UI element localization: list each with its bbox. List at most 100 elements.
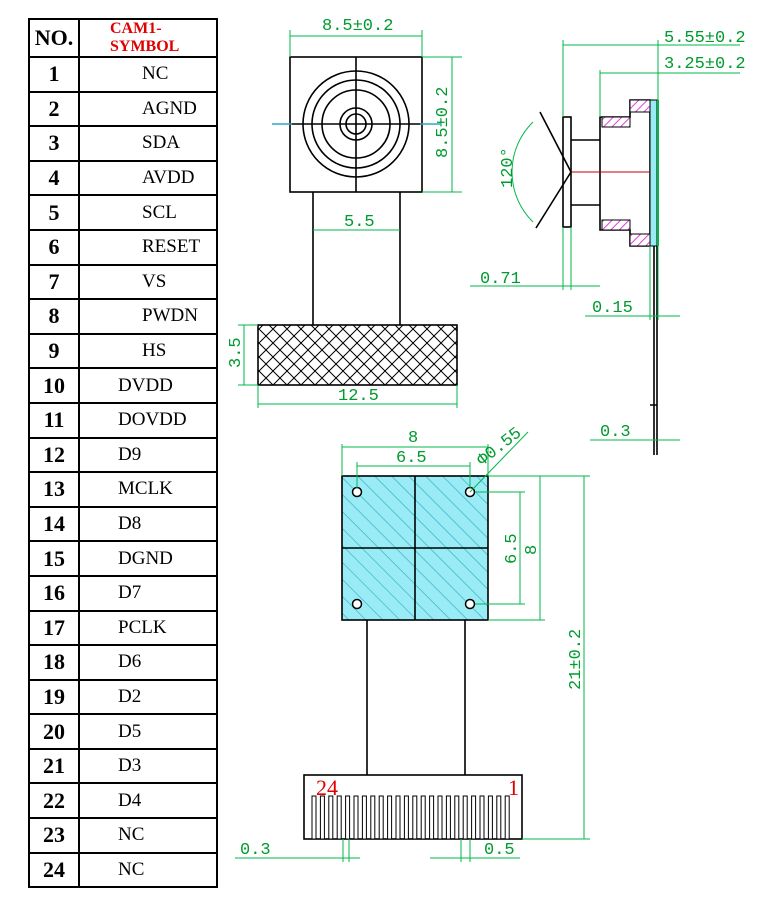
- pin-number: 22: [28, 782, 80, 820]
- angle-arc: [511, 121, 534, 223]
- pin-number: 5: [28, 194, 80, 231]
- pin-number: 17: [28, 609, 80, 647]
- bottom-view: 24 1 8 6.5 Φ0.55 6.5 8 21±0.2 0.3 0.5: [235, 424, 590, 862]
- dim-pitch-left: 0.3: [240, 841, 271, 860]
- pin-number: 7: [28, 263, 80, 301]
- dim-line-inner: [356, 462, 471, 488]
- fpc-finger: [504, 795, 510, 840]
- dim-c: 0.3: [600, 423, 631, 442]
- pin-symbol: MCLK: [78, 471, 218, 508]
- pin-label-24: 24: [316, 775, 338, 800]
- mount-hole-bl: [351, 598, 363, 610]
- fpc-finger: [328, 795, 334, 840]
- side-view: 120° 5.55±0.2 3.25±0.2 0.71 0.15 0.3: [470, 29, 746, 455]
- lens-ring: [311, 79, 401, 169]
- pin-number: 13: [28, 471, 80, 508]
- pin-label-1: 1: [508, 775, 519, 800]
- fpc-finger: [387, 795, 393, 840]
- dim-angle: 120°: [499, 147, 518, 188]
- dim-line-v-inner: [475, 491, 525, 605]
- dim-line-total: [562, 40, 740, 117]
- pin-number: 8: [28, 298, 80, 335]
- pin-number: 4: [28, 159, 80, 197]
- pin-number: 3: [28, 125, 80, 162]
- pin-number: 10: [28, 367, 80, 404]
- fpc-finger: [412, 795, 418, 840]
- dim-total: 5.55±0.2: [664, 29, 746, 48]
- pin-symbol: AGND: [78, 90, 218, 128]
- pin-number: 16: [28, 574, 80, 612]
- dim-neck: 5.5: [344, 213, 375, 232]
- dim-width: 8.5±0.2: [322, 17, 393, 36]
- top-view: 8.5±0.2 8.5±0.2 5.5 3.5 12.5: [227, 17, 462, 408]
- pin-number: 20: [28, 713, 80, 750]
- fpc-finger: [479, 795, 485, 840]
- fpc-finger: [361, 795, 367, 840]
- pin-symbol: PWDN: [78, 298, 218, 335]
- fpc-finger: [454, 795, 460, 840]
- dim-inner: 6.5: [396, 449, 427, 468]
- fpc-fingers: [311, 795, 510, 840]
- dim-line-pitch-left: [235, 839, 360, 862]
- fpc-finger: [420, 795, 426, 840]
- fpc-finger: [487, 795, 493, 840]
- dim-line-height: [422, 56, 462, 193]
- pin-symbol: D4: [78, 782, 218, 820]
- pin-number: 14: [28, 505, 80, 543]
- pin-symbol: NC: [78, 851, 218, 889]
- connector-pad: [257, 324, 458, 386]
- hatch-top-2: [629, 99, 651, 113]
- fpc-finger: [395, 795, 401, 840]
- pin-symbol: AVDD: [78, 159, 218, 197]
- dim-line-pitch-right: [430, 839, 520, 862]
- lens-core: [345, 113, 367, 135]
- fpc-finger: [437, 795, 443, 840]
- flex-cable: [650, 246, 658, 455]
- pin-number: 1: [28, 56, 80, 93]
- pin-symbol: SCL: [78, 194, 218, 231]
- lens-front: [562, 116, 572, 228]
- fpc-finger: [496, 795, 502, 840]
- fpc-finger: [429, 795, 435, 840]
- pin-number: 24: [28, 851, 80, 889]
- pin-symbol: SDA: [78, 125, 218, 162]
- pin-symbol: DVDD: [78, 367, 218, 404]
- pin-symbol: NC: [78, 56, 218, 93]
- fpc-finger: [311, 795, 317, 840]
- fpc-finger: [378, 795, 384, 840]
- dim-height: 8.5±0.2: [434, 87, 453, 158]
- pin-number: 2: [28, 90, 80, 128]
- pin-symbol: D5: [78, 713, 218, 750]
- fpc-finger: [462, 795, 468, 840]
- fpc-finger: [445, 795, 451, 840]
- fpc-finger: [471, 795, 477, 840]
- lens-ring-inner: [321, 89, 391, 159]
- pin-symbol: D7: [78, 574, 218, 612]
- pin-number: 19: [28, 678, 80, 716]
- dim-pad-width: 12.5: [338, 387, 379, 406]
- neck-outline: [312, 192, 401, 325]
- fpc-finger: [353, 795, 359, 840]
- fpc-finger: [370, 795, 376, 840]
- fpc-finger: [345, 795, 351, 840]
- pin-number: 18: [28, 644, 80, 681]
- header-no: NO.: [28, 18, 80, 58]
- view-angle-lines: [535, 111, 572, 229]
- pin-symbol: D6: [78, 644, 218, 681]
